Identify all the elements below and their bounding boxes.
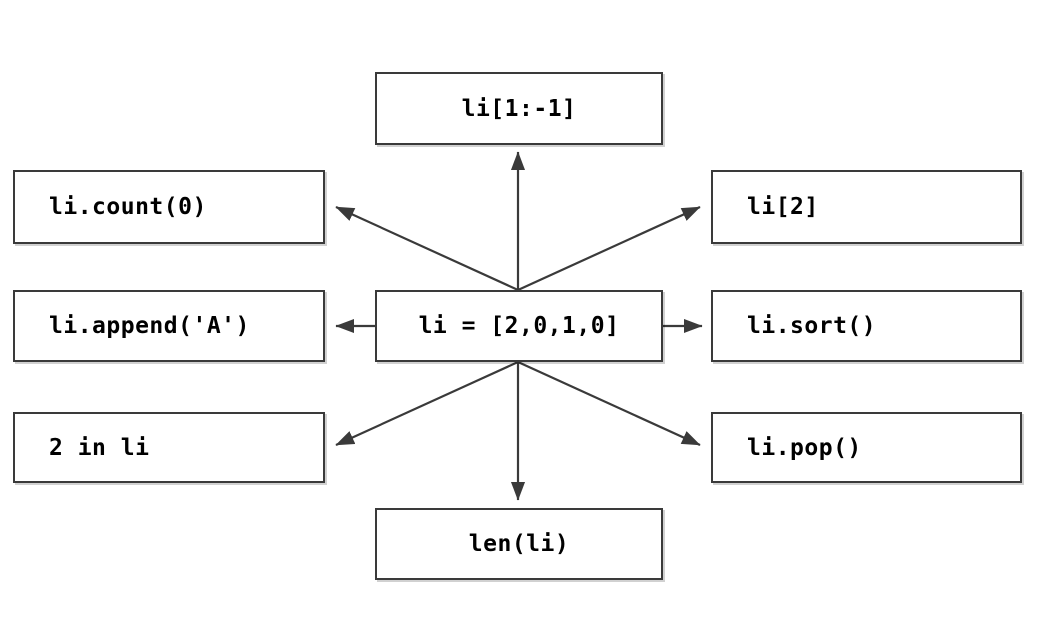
node-index-label: li[2]: [747, 194, 819, 220]
node-membership-test[interactable]: 2 in li: [13, 412, 325, 483]
edge-center-to-pop: [517, 360, 701, 447]
node-append[interactable]: li.append('A'): [13, 290, 325, 362]
node-count[interactable]: li.count(0): [13, 170, 325, 244]
node-sort-label: li.sort(): [747, 313, 877, 339]
node-slice[interactable]: li[1:-1]: [375, 72, 663, 145]
node-pop-label: li.pop(): [747, 434, 862, 461]
node-pop[interactable]: li.pop(): [711, 412, 1022, 483]
node-len[interactable]: len(li): [375, 508, 663, 580]
node-membership-test-label: 2 in li: [49, 434, 150, 461]
node-index[interactable]: li[2]: [711, 170, 1022, 244]
node-count-label: li.count(0): [49, 194, 207, 220]
edge-center-to-in: [335, 360, 519, 447]
node-slice-label: li[1:-1]: [461, 95, 577, 122]
edge-center-to-count: [335, 205, 519, 292]
node-center-label: li = [2,0,1,0]: [418, 313, 620, 339]
node-center-list-literal[interactable]: li = [2,0,1,0]: [375, 290, 663, 362]
node-sort[interactable]: li.sort(): [711, 290, 1022, 362]
node-len-label: len(li): [468, 531, 570, 557]
edge-center-to-index: [517, 205, 701, 292]
node-append-label: li.append('A'): [49, 313, 250, 339]
